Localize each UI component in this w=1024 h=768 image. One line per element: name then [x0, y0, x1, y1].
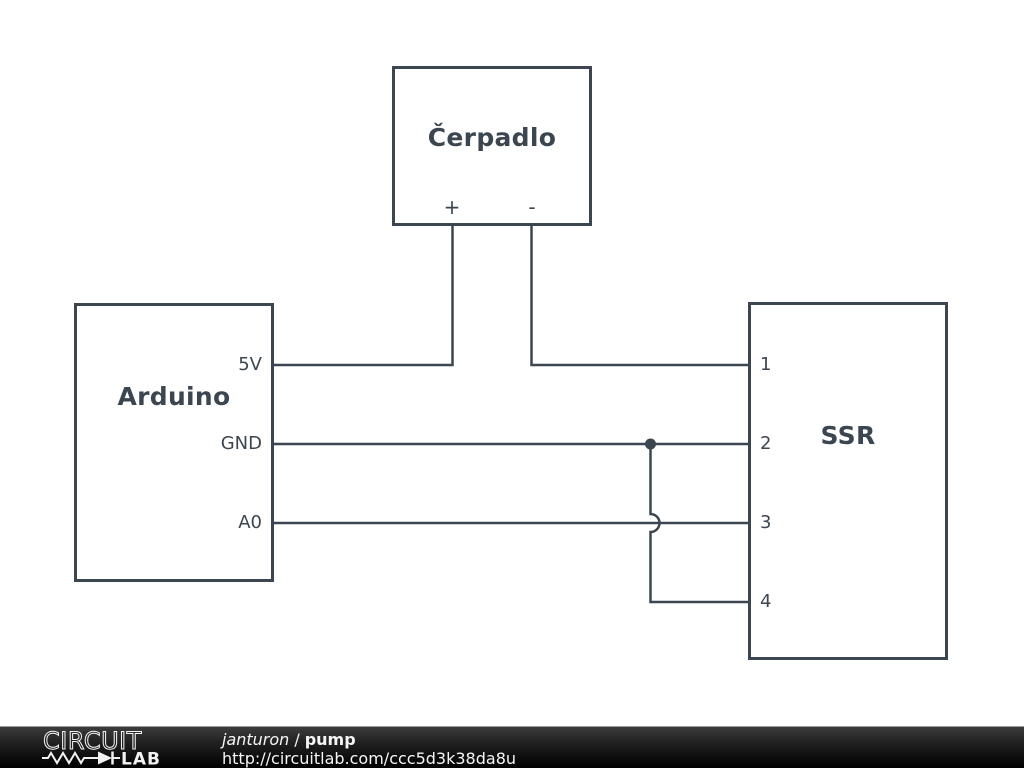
logo-word-lab: LAB: [121, 750, 161, 767]
pump-component: Čerpadlo + -: [392, 66, 592, 226]
circuitlab-logo: CIRCUIT LAB: [42, 730, 161, 767]
footer-bar: CIRCUIT LAB janturon/pump http://circuit…: [0, 726, 1024, 768]
wire-branch-to-ssr4: [649, 444, 748, 604]
ssr-title: SSR: [820, 421, 876, 450]
arduino-pin-gnd: GND: [220, 433, 262, 454]
ssr-pin-2: 2: [760, 433, 772, 454]
logo-word-circuit: CIRCUIT: [43, 730, 142, 755]
diode-symbol: [98, 751, 120, 765]
arduino-title: Arduino: [117, 382, 231, 411]
footer-project-line: janturon/pump: [222, 731, 516, 749]
footer-project-name: pump: [304, 730, 356, 749]
arduino-pin-a0: A0: [238, 512, 262, 533]
footer-author: janturon: [222, 730, 290, 749]
ssr-pin-3: 3: [760, 512, 772, 533]
pump-title: Čerpadlo: [427, 123, 557, 152]
ssr-pin-1: 1: [760, 354, 772, 375]
pump-terminal-plus: +: [443, 195, 461, 219]
ssr-component: SSR 1 2 3 4: [748, 302, 948, 660]
wire-5v-to-pump-plus: [274, 226, 454, 367]
arduino-pin-5v: 5V: [238, 354, 262, 375]
footer-meta: janturon/pump http://circuitlab.com/ccc5…: [222, 731, 516, 768]
ssr-pin-4: 4: [760, 591, 772, 612]
footer-separator: /: [294, 730, 300, 749]
junction-dot: [645, 438, 656, 450]
wire-pump-minus-to-ssr1: [530, 226, 748, 367]
footer-url: http://circuitlab.com/ccc5d3k38da8u: [222, 749, 517, 768]
resistor-symbol: [42, 751, 98, 765]
pump-terminal-minus: -: [528, 195, 536, 219]
arduino-component: Arduino 5V GND A0: [74, 303, 274, 582]
